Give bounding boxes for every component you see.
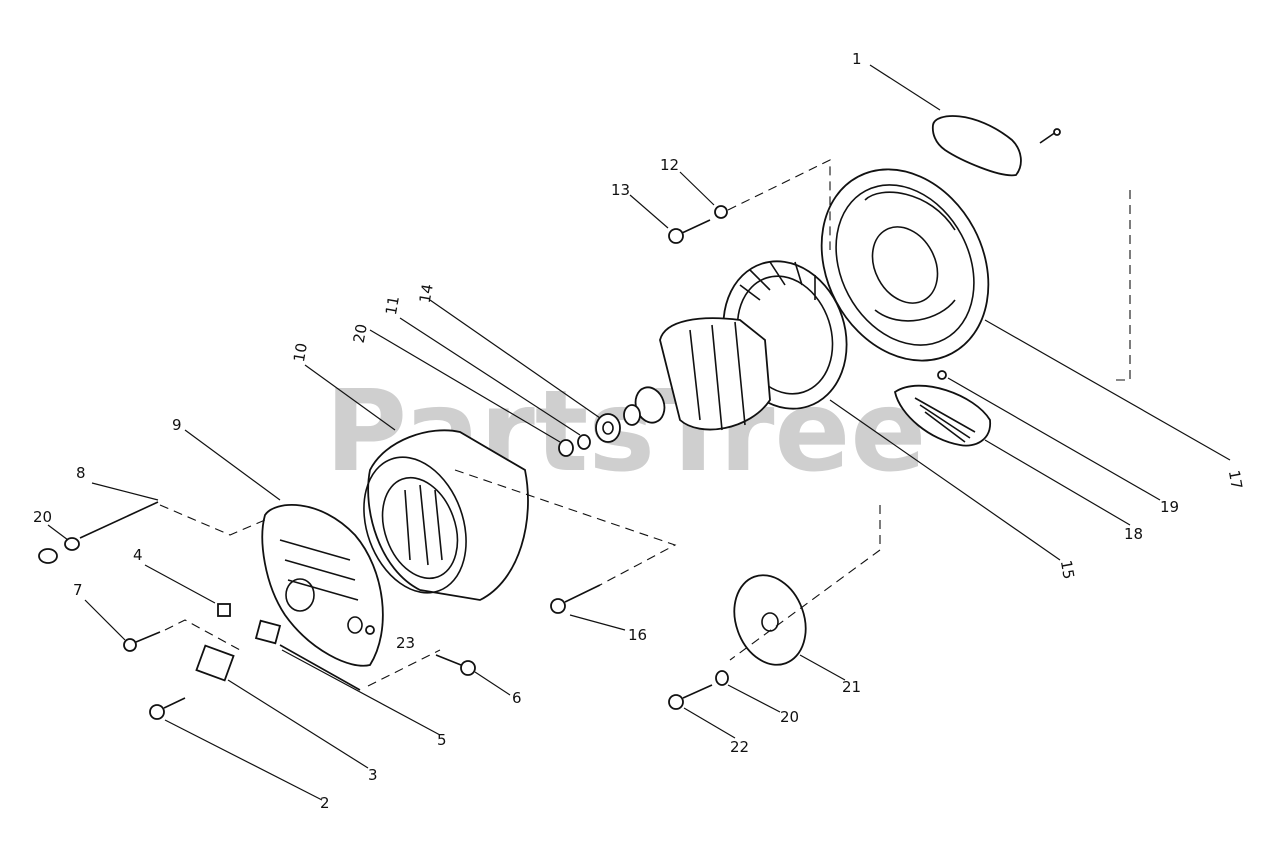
part-20-washer-upper bbox=[369, 329, 574, 457]
label-13: 13 bbox=[611, 181, 630, 199]
label-4: 4 bbox=[133, 546, 143, 564]
part-8-long-screw bbox=[79, 482, 266, 539]
label-10: 10 bbox=[290, 342, 311, 364]
part-17-end-bell bbox=[820, 168, 1231, 461]
part-15-rotor bbox=[623, 260, 1061, 561]
label-14: 14 bbox=[416, 283, 437, 305]
part-21-washer-plate bbox=[729, 505, 881, 681]
label-17: 17 bbox=[1225, 469, 1246, 491]
part-1-cover-plate bbox=[869, 64, 1061, 177]
part-7-screw bbox=[84, 599, 241, 652]
label-15: 15 bbox=[1057, 559, 1078, 581]
label-2: 2 bbox=[320, 794, 330, 812]
part-4-connector bbox=[144, 564, 231, 617]
label-22: 22 bbox=[730, 738, 749, 756]
label-8: 8 bbox=[76, 464, 86, 482]
label-20-upper: 20 bbox=[350, 323, 371, 345]
label-21: 21 bbox=[842, 678, 861, 696]
part-5-rectifier bbox=[254, 619, 441, 736]
part-12-washer bbox=[679, 171, 728, 219]
part-13-bolt bbox=[629, 194, 711, 244]
part-20-cap-left bbox=[38, 524, 80, 564]
label-11: 11 bbox=[382, 295, 403, 317]
label-3: 3 bbox=[368, 766, 378, 784]
label-9: 9 bbox=[172, 416, 182, 434]
part-11-washer bbox=[399, 317, 591, 450]
label-6: 6 bbox=[512, 689, 522, 707]
label-1: 1 bbox=[852, 50, 862, 68]
part-20-washer-lower bbox=[715, 670, 781, 713]
part-6-screw bbox=[367, 649, 511, 696]
part-22-bolt bbox=[668, 684, 736, 739]
part-9-end-cover bbox=[184, 429, 384, 667]
assembly-guide-line bbox=[1115, 190, 1131, 381]
label-20-lower: 20 bbox=[780, 708, 799, 726]
part-2-screw bbox=[149, 697, 323, 801]
label-18: 18 bbox=[1124, 525, 1143, 543]
part-23-screw bbox=[365, 625, 375, 635]
label-20-left: 20 bbox=[33, 508, 52, 526]
label-12: 12 bbox=[660, 156, 679, 174]
part-19-screw bbox=[937, 370, 1161, 501]
part-3-gasket bbox=[195, 644, 369, 769]
part-10-stator bbox=[304, 364, 529, 601]
label-7: 7 bbox=[73, 581, 83, 599]
part-18-louvered-cover bbox=[893, 384, 1131, 526]
label-19: 19 bbox=[1160, 498, 1179, 516]
label-5: 5 bbox=[437, 731, 447, 749]
part-14-bearing bbox=[429, 299, 621, 443]
label-23: 23 bbox=[396, 634, 415, 652]
label-16: 16 bbox=[628, 626, 647, 644]
part-16-through-bolt bbox=[454, 469, 677, 631]
assembly-guide-line bbox=[727, 159, 831, 250]
